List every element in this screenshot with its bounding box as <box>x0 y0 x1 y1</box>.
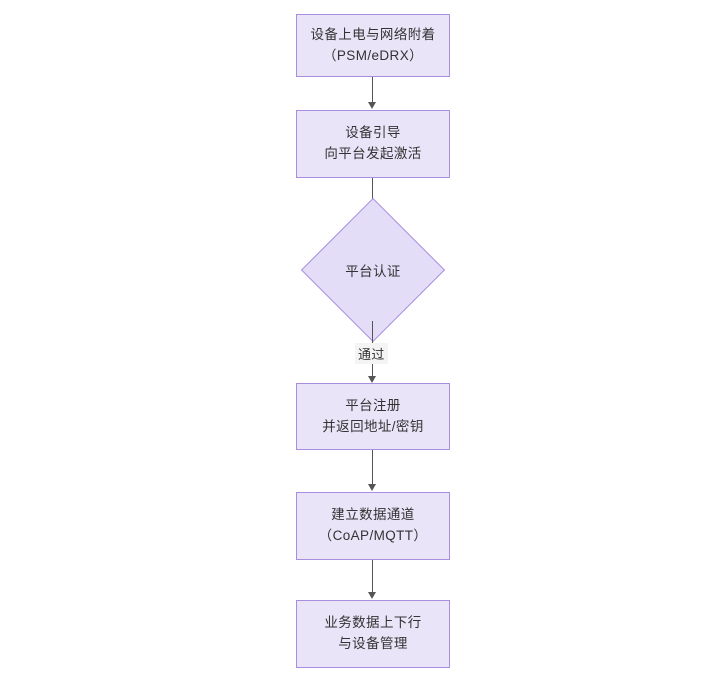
flow-arrowhead-n4-n5 <box>368 484 376 491</box>
flow-node-line-1: 设备上电与网络附着 <box>310 26 436 42</box>
flow-node-line-2: （CoAP/MQTT） <box>318 528 428 543</box>
flow-node-data-channel[interactable]: 建立数据通道 （CoAP/MQTT） <box>296 492 450 560</box>
flow-node-device-bootstrap[interactable]: 设备引导 向平台发起激活 <box>296 110 450 178</box>
flow-node-line-1: 平台注册 <box>345 397 401 413</box>
flow-arrowhead-n1-n2 <box>368 102 376 109</box>
flow-node-line-1: 建立数据通道 <box>331 507 415 523</box>
flow-arrowhead-n5-n6 <box>368 592 376 599</box>
flow-node-device-power-on[interactable]: 设备上电与网络附着 （PSM/eDRX） <box>296 14 450 77</box>
flow-node-line-1: 设备引导 <box>345 125 401 141</box>
flow-node-line-1: 业务数据上下行 <box>324 615 422 631</box>
flow-node-line-2: 与设备管理 <box>338 636 408 651</box>
flow-node-line-2: 并返回地址/密钥 <box>322 418 424 434</box>
flow-node-line-2: 向平台发起激活 <box>324 146 422 161</box>
flow-edge-label-pass: 通过 <box>355 343 388 364</box>
diamond-shape <box>300 197 446 343</box>
flow-connector-n2-n3 <box>372 178 373 213</box>
flow-node-line-2: （PSM/eDRX） <box>322 47 424 63</box>
flow-node-business-data[interactable]: 业务数据上下行 与设备管理 <box>296 600 450 668</box>
flow-connector-n4-n5 <box>372 450 373 485</box>
flow-node-platform-register[interactable]: 平台注册 并返回地址/密钥 <box>296 383 450 450</box>
flow-connector-n5-n6 <box>372 560 373 593</box>
flow-connector-n1-n2 <box>372 77 373 103</box>
flow-node-platform-auth[interactable]: 平台认证 <box>300 197 446 343</box>
flow-arrowhead-n3-n4 <box>368 376 376 383</box>
